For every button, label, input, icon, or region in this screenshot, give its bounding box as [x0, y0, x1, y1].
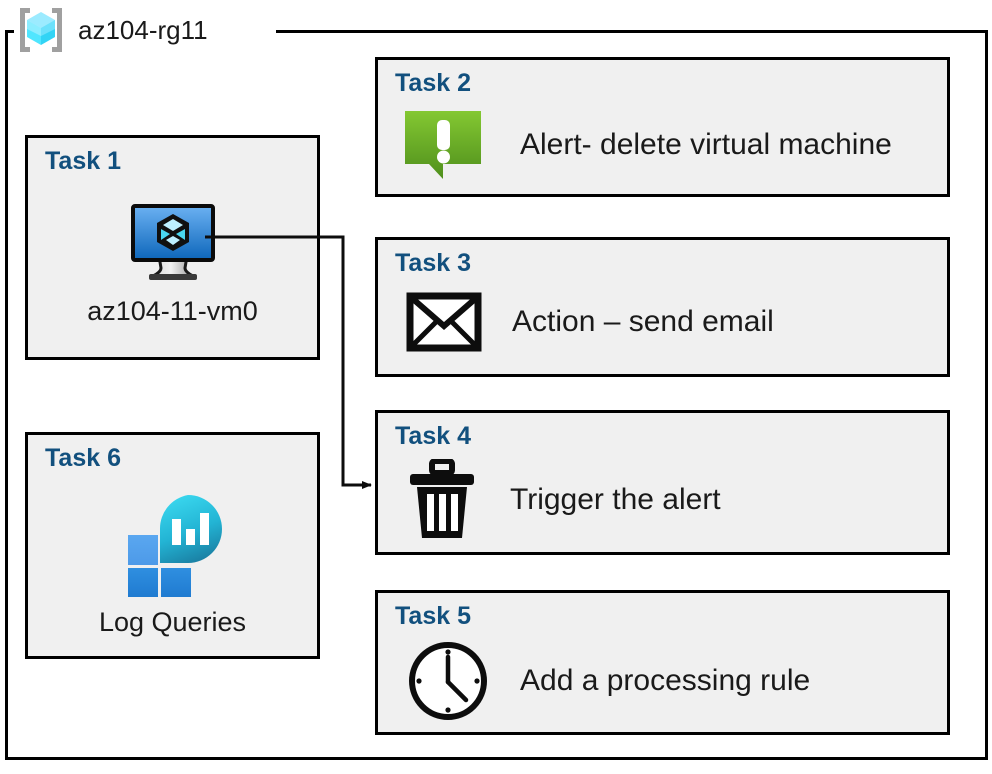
clock-icon: [406, 639, 490, 723]
log-analytics-icon: [28, 493, 317, 597]
task4-title: Task 4: [395, 422, 471, 450]
alert-exclamation-icon: [400, 106, 486, 184]
task3-card[interactable]: Task 3 Action – send email: [375, 237, 950, 377]
task4-card[interactable]: Task 4 Trigger the alert: [375, 410, 950, 555]
task4-row: Trigger the alert: [406, 459, 721, 541]
task3-label: Action – send email: [512, 305, 774, 338]
task3-row: Action – send email: [406, 292, 774, 352]
task2-card[interactable]: Task 2 Alert- delete virtual machine: [375, 57, 950, 197]
resource-group-cube-icon: [14, 5, 68, 55]
resource-group-container: [5, 30, 988, 760]
resource-group-label-gap: [14, 20, 276, 42]
task5-title: Task 5: [395, 602, 471, 630]
task2-row: Alert- delete virtual machine: [400, 106, 892, 184]
email-envelope-icon: [406, 292, 482, 352]
task4-label: Trigger the alert: [510, 483, 721, 516]
task1-title: Task 1: [45, 147, 121, 175]
task1-caption: az104-11-vm0: [87, 296, 258, 326]
task2-label: Alert- delete virtual machine: [520, 128, 892, 161]
task3-title: Task 3: [395, 249, 471, 277]
task5-card[interactable]: Task 5 Add a processing rule: [375, 590, 950, 735]
task1-card[interactable]: Task 1: [25, 135, 320, 360]
task5-row: Add a processing rule: [406, 639, 810, 723]
resource-group-name: az104-rg11: [78, 14, 208, 45]
virtual-machine-icon: [28, 198, 317, 288]
task6-card[interactable]: Task 6: [25, 432, 320, 659]
resource-group-header: az104-rg11: [14, 2, 208, 58]
task2-title: Task 2: [395, 69, 471, 97]
task6-caption: Log Queries: [98, 607, 247, 637]
task5-label: Add a processing rule: [520, 664, 811, 697]
trash-delete-icon: [406, 459, 478, 541]
task6-title: Task 6: [45, 444, 121, 472]
